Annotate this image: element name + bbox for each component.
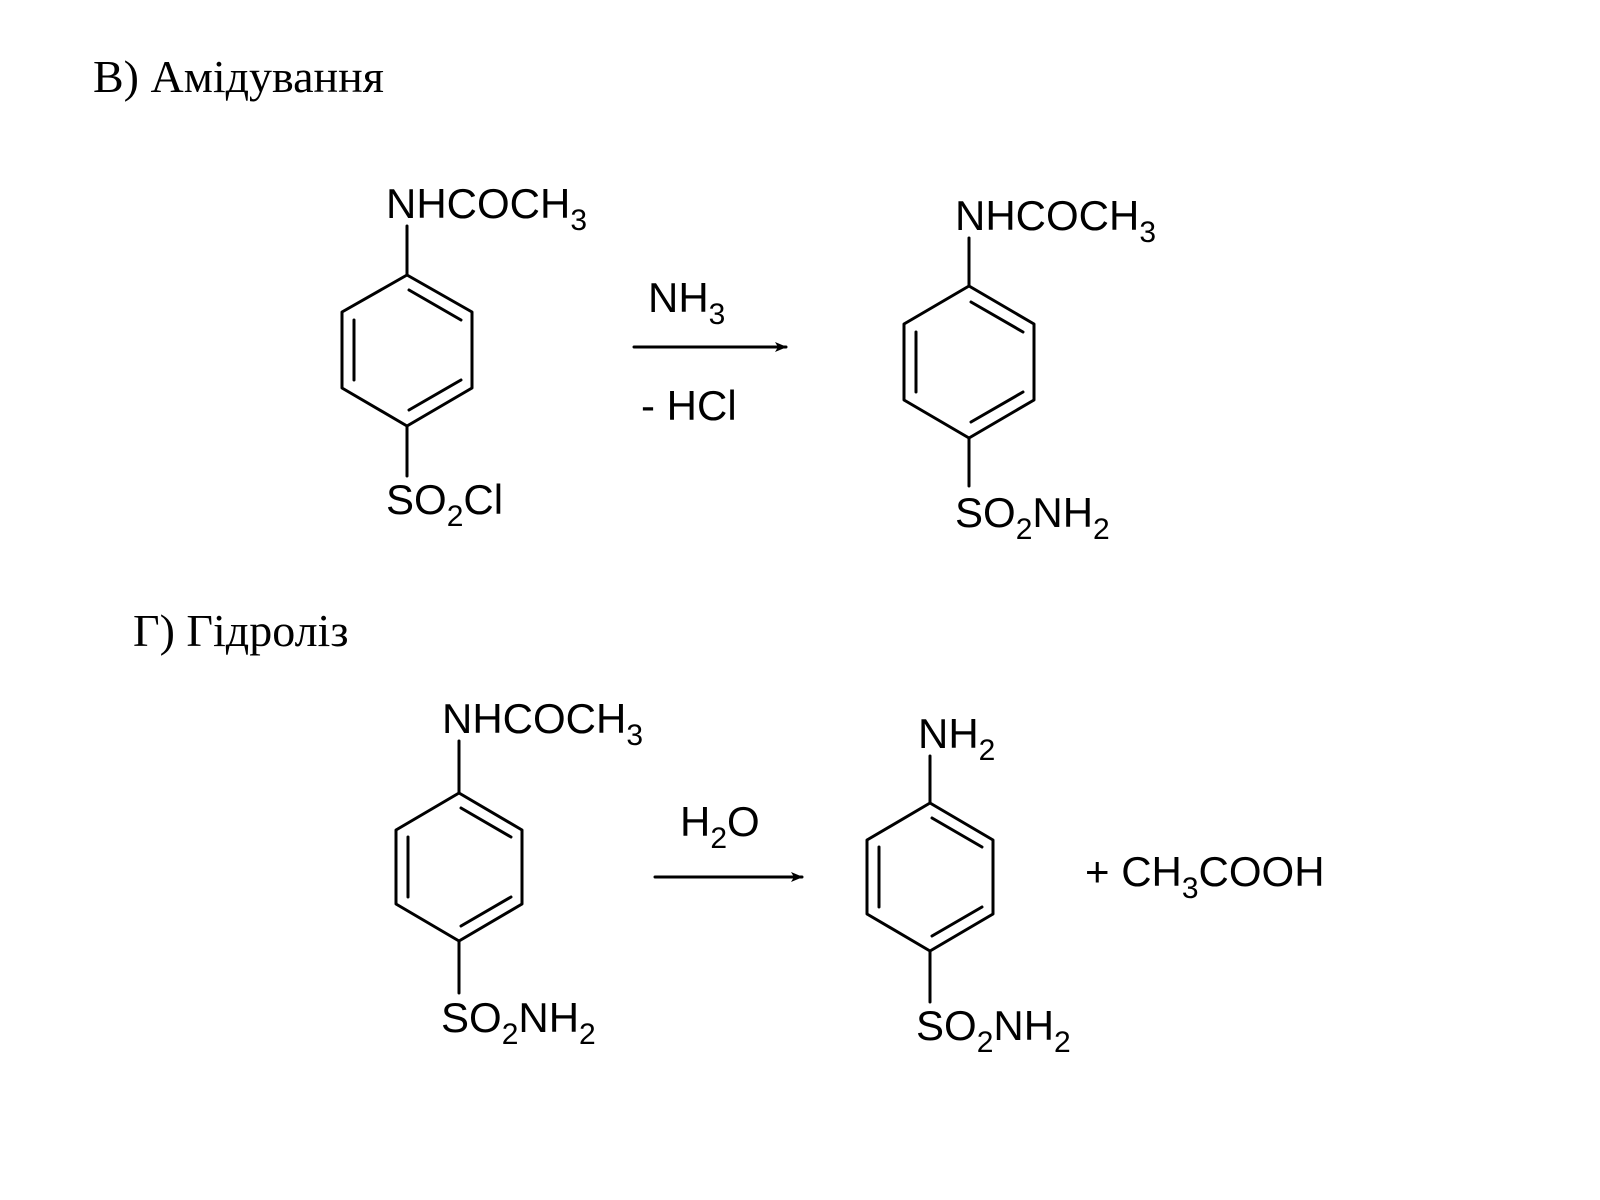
reaction-arrow-g: H2O <box>653 798 804 882</box>
section-b-heading: B) Амідування <box>93 51 384 102</box>
reactant-b-bottom-group: SO2Cl <box>386 476 503 533</box>
section-g-heading: Г) Гідроліз <box>133 605 349 656</box>
benzene-ring <box>902 284 1036 440</box>
benzene-ring <box>340 273 474 428</box>
reagent-b-above: NH3 <box>648 274 725 331</box>
product-g-bottom-group: SO2NH2 <box>916 1002 1071 1059</box>
product-b-bottom-group: SO2NH2 <box>955 489 1110 546</box>
product-b-molecule: NHCOCH3 SO2NH2 <box>902 192 1156 546</box>
benzene-ring <box>865 801 995 953</box>
reaction-arrow-b: NH3 - HCl <box>632 274 788 429</box>
product-g-molecule: NH2 SO2NH2 <box>865 710 1071 1059</box>
reactant-g-bottom-group: SO2NH2 <box>441 994 596 1051</box>
byproduct-acetic-acid: + CH3COOH <box>1085 848 1325 905</box>
benzene-ring <box>394 791 524 943</box>
product-g-top-group: NH2 <box>918 710 995 767</box>
reactant-b-top-group: NHCOCH3 <box>386 180 587 237</box>
reagent-b-below: - HCl <box>641 382 737 429</box>
reactant-g-molecule: NHCOCH3 SO2NH2 <box>394 695 643 1051</box>
product-b-top-group: NHCOCH3 <box>955 192 1156 249</box>
reagent-g-above: H2O <box>680 798 760 855</box>
reactant-g-top-group: NHCOCH3 <box>442 695 643 752</box>
reactant-b-molecule: NHCOCH3 SO2Cl <box>340 180 587 533</box>
